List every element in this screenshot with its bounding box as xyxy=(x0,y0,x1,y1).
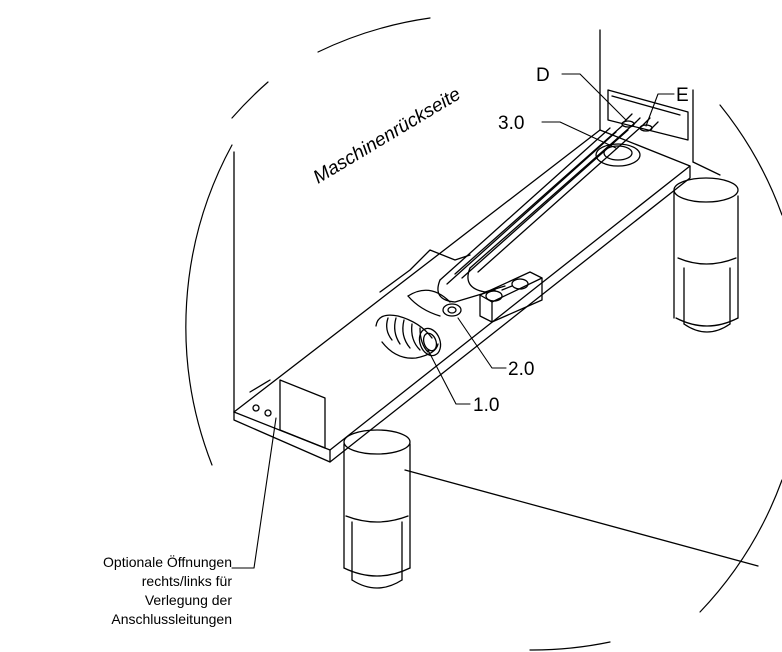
optional-openings-note: Optionale Öffnungen rechts/links für Ver… xyxy=(18,553,232,629)
pipe-run xyxy=(437,121,643,303)
note-line: rechts/links für xyxy=(141,573,232,589)
detail-circle xyxy=(185,17,782,651)
valve-block xyxy=(479,271,543,323)
outlet-3-0 xyxy=(595,143,641,167)
callout-2-0: 2.0 xyxy=(508,359,534,380)
note-line: Optionale Öffnungen xyxy=(103,554,232,570)
callout-3-0: 3.0 xyxy=(498,113,524,134)
floor-line xyxy=(404,469,759,567)
machine-back-panel xyxy=(233,29,721,413)
machine-rear-label: Maschinenrückseite xyxy=(310,84,465,188)
channel-box xyxy=(233,129,691,463)
note-line: Anschlussleitungen xyxy=(111,611,232,627)
callout-e: E xyxy=(676,85,689,106)
channel-recess xyxy=(379,249,471,293)
note-line: Verlegung der xyxy=(144,592,232,608)
machine-foot-front xyxy=(343,429,411,589)
machine-foot-right xyxy=(673,177,739,333)
connector-plate xyxy=(607,89,689,141)
corrugated-hose-1-0 xyxy=(375,314,442,359)
side-opening-left xyxy=(252,379,326,449)
callout-1-0: 1.0 xyxy=(473,395,499,416)
outlet-2-0 xyxy=(407,289,462,317)
callout-d: D xyxy=(536,65,550,86)
leader-lines xyxy=(231,73,675,569)
